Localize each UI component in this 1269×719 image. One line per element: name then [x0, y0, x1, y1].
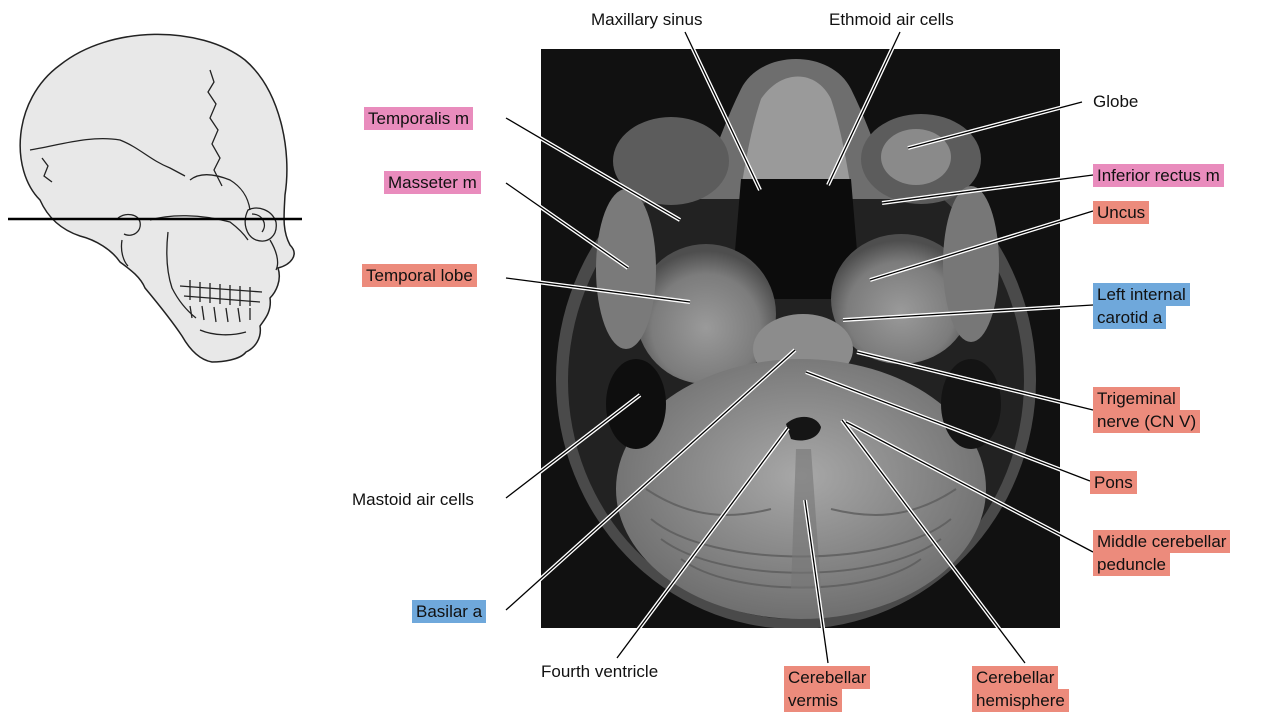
label-basilar-a: Basilar a	[412, 600, 486, 623]
label-pons: Pons	[1090, 471, 1137, 494]
label-mastoid-air-cells: Mastoid air cells	[352, 489, 474, 510]
label-middle-cerebellar-peduncle-line1: Middle cerebellar	[1093, 530, 1230, 553]
label-trigeminal-nerve-line2: nerve (CN V)	[1093, 410, 1200, 433]
label-cerebellar-hemisphere-line1: Cerebellar	[972, 666, 1058, 689]
label-cerebellar-vermis-line2: vermis	[784, 689, 842, 712]
label-inferior-rectus-m: Inferior rectus m	[1093, 164, 1224, 187]
label-maxillary-sinus: Maxillary sinus	[591, 9, 702, 30]
label-trigeminal-nerve-line1: Trigeminal	[1093, 387, 1180, 410]
label-fourth-ventricle: Fourth ventricle	[541, 661, 658, 682]
label-left-internal-carotid-line1: Left internal	[1093, 283, 1190, 306]
label-temporal-lobe: Temporal lobe	[362, 264, 477, 287]
label-temporalis-m: Temporalis m	[364, 107, 473, 130]
label-middle-cerebellar-peduncle-line2: peduncle	[1093, 553, 1170, 576]
label-left-internal-carotid-line2: carotid a	[1093, 306, 1166, 329]
label-masseter-m: Masseter m	[384, 171, 481, 194]
label-cerebellar-hemisphere-line2: hemisphere	[972, 689, 1069, 712]
label-ethmoid-air-cells: Ethmoid air cells	[829, 9, 954, 30]
label-uncus: Uncus	[1093, 201, 1149, 224]
label-globe: Globe	[1093, 91, 1138, 112]
label-cerebellar-vermis-line1: Cerebellar	[784, 666, 870, 689]
